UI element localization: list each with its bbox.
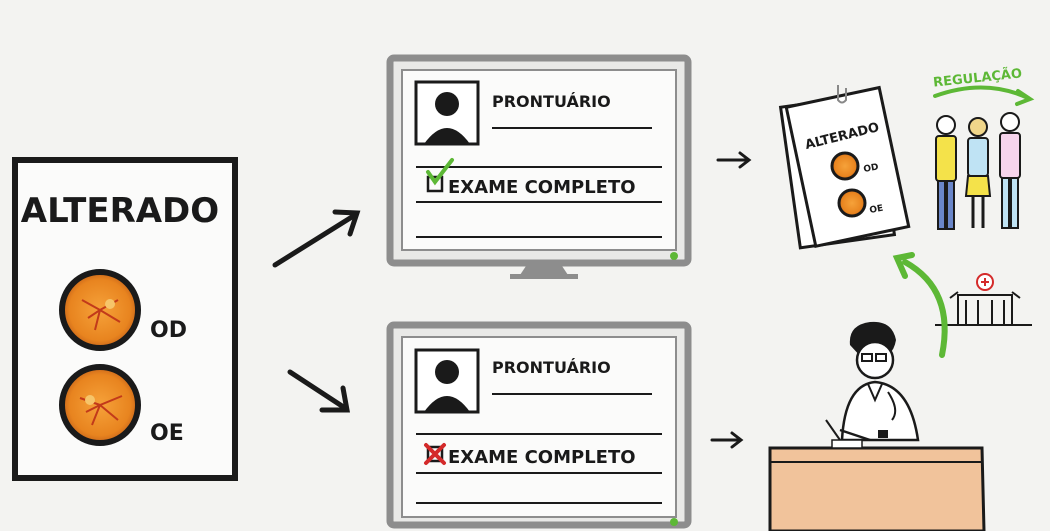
referral-sheet: ALTERADO OD OE (781, 85, 909, 248)
exam-unchecked-checkbox (426, 445, 444, 463)
result-card: ALTERADO OD OE (15, 160, 235, 478)
bottom-record-title: PRONTUÁRIO (492, 358, 611, 377)
bottom-record-monitor: PRONTUÁRIO EXAME COMPLETO (390, 325, 688, 526)
patient-figure (1000, 113, 1020, 228)
bottom-exam-label: EXAME COMPLETO (448, 447, 636, 468)
top-record-monitor: PRONTUÁRIO EXAME COMPLETO (390, 58, 688, 279)
od-label: OD (150, 318, 187, 343)
curved-arrow-to-regulation (897, 255, 945, 355)
oe-label: OE (150, 421, 184, 446)
hospital-icon (935, 274, 1032, 325)
doctor-desk (770, 440, 984, 531)
avatar-icon (416, 82, 478, 144)
top-record-title: PRONTUÁRIO (492, 92, 611, 111)
fundus-oe-image (62, 367, 138, 443)
arrow-to-top-record (275, 212, 357, 265)
result-card-title: ALTERADO (21, 191, 219, 231)
arrow-to-bottom-record (290, 372, 347, 410)
fundus-od-image (62, 272, 138, 348)
top-exam-label: EXAME COMPLETO (448, 177, 636, 198)
patient-figure (936, 116, 956, 229)
doctor-figure (826, 322, 918, 440)
avatar-icon-bottom (416, 350, 478, 412)
arrow-to-referral (718, 153, 749, 167)
regulation-queue: REGULAÇÃO (932, 65, 1030, 229)
arrow-to-doctor (712, 433, 741, 447)
patient-figure (966, 118, 990, 228)
